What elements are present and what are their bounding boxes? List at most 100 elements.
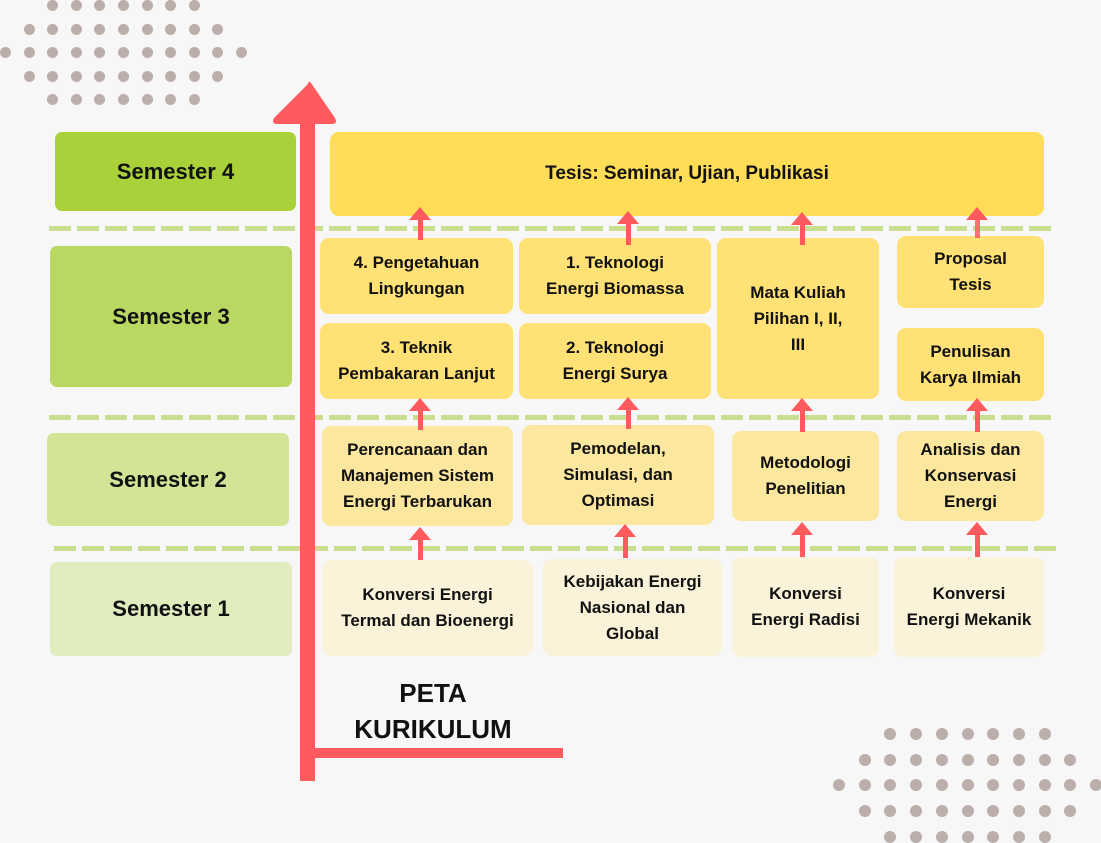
decorative-dot xyxy=(935,830,948,843)
decorative-dot xyxy=(1012,830,1025,843)
decorative-dot xyxy=(188,0,200,11)
decorative-dot xyxy=(165,47,177,59)
decorative-dot xyxy=(910,753,923,766)
decorative-dot xyxy=(1064,753,1077,766)
decorative-dot xyxy=(94,70,106,82)
decorative-dot xyxy=(935,779,948,792)
decorative-dot xyxy=(1064,805,1077,818)
decorative-dot xyxy=(858,753,871,766)
decorative-dot xyxy=(858,805,871,818)
decorative-dot xyxy=(94,23,106,35)
decorative-dot xyxy=(961,728,974,740)
course-teknologi-energi-biomassa: 1. Teknologi Energi Biomassa xyxy=(519,238,711,314)
arrow-up-icon xyxy=(409,207,431,240)
decorative-dot xyxy=(1038,728,1051,740)
arrow-up-icon xyxy=(966,522,988,557)
decorative-dot xyxy=(884,779,897,792)
course-thesis: Tesis: Seminar, Ujian, Publikasi xyxy=(330,132,1044,216)
course-mata-kuliah-pilihan: Mata Kuliah Pilihan I, II, III xyxy=(717,238,879,399)
decorative-dot xyxy=(188,23,200,35)
semester-divider-3-2 xyxy=(49,415,1051,420)
decorative-dot xyxy=(1090,779,1101,792)
course-teknologi-energi-surya: 2. Teknologi Energi Surya xyxy=(519,323,711,399)
semester-3-label: Semester 3 xyxy=(50,246,292,387)
arrow-up-icon xyxy=(409,398,431,430)
decorative-dot xyxy=(188,70,200,82)
semester-2-label: Semester 2 xyxy=(47,433,289,526)
semester-4-label: Semester 4 xyxy=(55,132,296,211)
decorative-dot xyxy=(961,805,974,818)
decorative-dot xyxy=(118,47,129,59)
decorative-dot xyxy=(0,47,11,59)
decorative-dot xyxy=(70,23,82,35)
arrow-up-icon xyxy=(966,398,988,432)
decorative-dot xyxy=(23,23,35,35)
decorative-dot xyxy=(961,753,974,766)
decorative-dot xyxy=(910,830,923,843)
decorative-dot xyxy=(94,94,106,106)
decorative-dot xyxy=(47,23,59,35)
diagram-title-line1: PETA xyxy=(399,678,467,708)
decorative-dot xyxy=(935,805,948,818)
decorative-dot xyxy=(987,728,1000,740)
decorative-dot xyxy=(833,779,845,792)
arrow-up-icon xyxy=(614,524,636,558)
decorative-dot xyxy=(118,0,129,11)
decorative-dot xyxy=(118,23,129,35)
arrow-up-icon xyxy=(617,211,639,245)
decorative-dot xyxy=(961,779,974,792)
decorative-dot xyxy=(47,47,59,59)
decorative-dot xyxy=(1038,830,1051,843)
decorative-dot xyxy=(1064,779,1077,792)
decorative-dot xyxy=(910,728,923,740)
decorative-dot xyxy=(1012,805,1025,818)
decorative-dot xyxy=(165,23,177,35)
decorative-dot xyxy=(47,94,59,106)
decorative-dot xyxy=(70,0,82,11)
decorative-dot xyxy=(910,779,923,792)
decorative-dot xyxy=(141,47,153,59)
arrow-up-icon xyxy=(966,207,988,238)
course-proposal-tesis: Proposal Tesis xyxy=(897,236,1044,308)
course-metodologi-penelitian: Metodologi Penelitian xyxy=(732,431,879,521)
course-pengetahuan-lingkungan: 4. Pengetahuan Lingkungan xyxy=(320,238,513,314)
decorative-dot xyxy=(165,70,177,82)
decorative-dot xyxy=(188,47,200,59)
decorative-dot xyxy=(1012,753,1025,766)
decorative-dot xyxy=(884,728,897,740)
decorative-dot xyxy=(1038,805,1051,818)
decorative-dot xyxy=(987,753,1000,766)
decorative-dot xyxy=(884,805,897,818)
decorative-dot xyxy=(935,728,948,740)
course-konversi-energi-radisi: Konversi Energi Radisi xyxy=(732,557,879,657)
decorative-dot xyxy=(188,94,200,106)
decorative-dot xyxy=(23,70,35,82)
semester-1-label: Semester 1 xyxy=(50,562,292,656)
decorative-dot xyxy=(141,94,153,106)
decorative-dot xyxy=(858,779,871,792)
decorative-dot xyxy=(1012,779,1025,792)
course-kebijakan-energi: Kebijakan Energi Nasional dan Global xyxy=(543,559,722,656)
decorative-dot xyxy=(1038,779,1051,792)
course-konversi-termal-bioenergi: Konversi Energi Termal dan Bioenergi xyxy=(322,560,533,656)
decorative-dot xyxy=(47,70,59,82)
semester-divider-2-1 xyxy=(54,546,1056,551)
decorative-dot xyxy=(141,70,153,82)
decorative-dot xyxy=(884,753,897,766)
decorative-dot xyxy=(212,47,224,59)
diagram-title-line2: KURIKULUM xyxy=(354,714,512,744)
decorative-dot xyxy=(212,23,224,35)
timeline-axis-arrow-icon xyxy=(273,81,563,781)
decorative-dot xyxy=(118,94,129,106)
decorative-dot xyxy=(70,47,82,59)
decorative-dot xyxy=(987,830,1000,843)
decorative-dot xyxy=(884,830,897,843)
arrow-up-icon xyxy=(409,527,431,560)
decorative-dot xyxy=(141,0,153,11)
decorative-dot xyxy=(141,23,153,35)
decorative-dot xyxy=(23,47,35,59)
decorative-dot xyxy=(94,0,106,11)
decorative-dot xyxy=(236,47,247,59)
arrow-up-icon xyxy=(791,212,813,245)
decorative-dot xyxy=(1012,728,1025,740)
